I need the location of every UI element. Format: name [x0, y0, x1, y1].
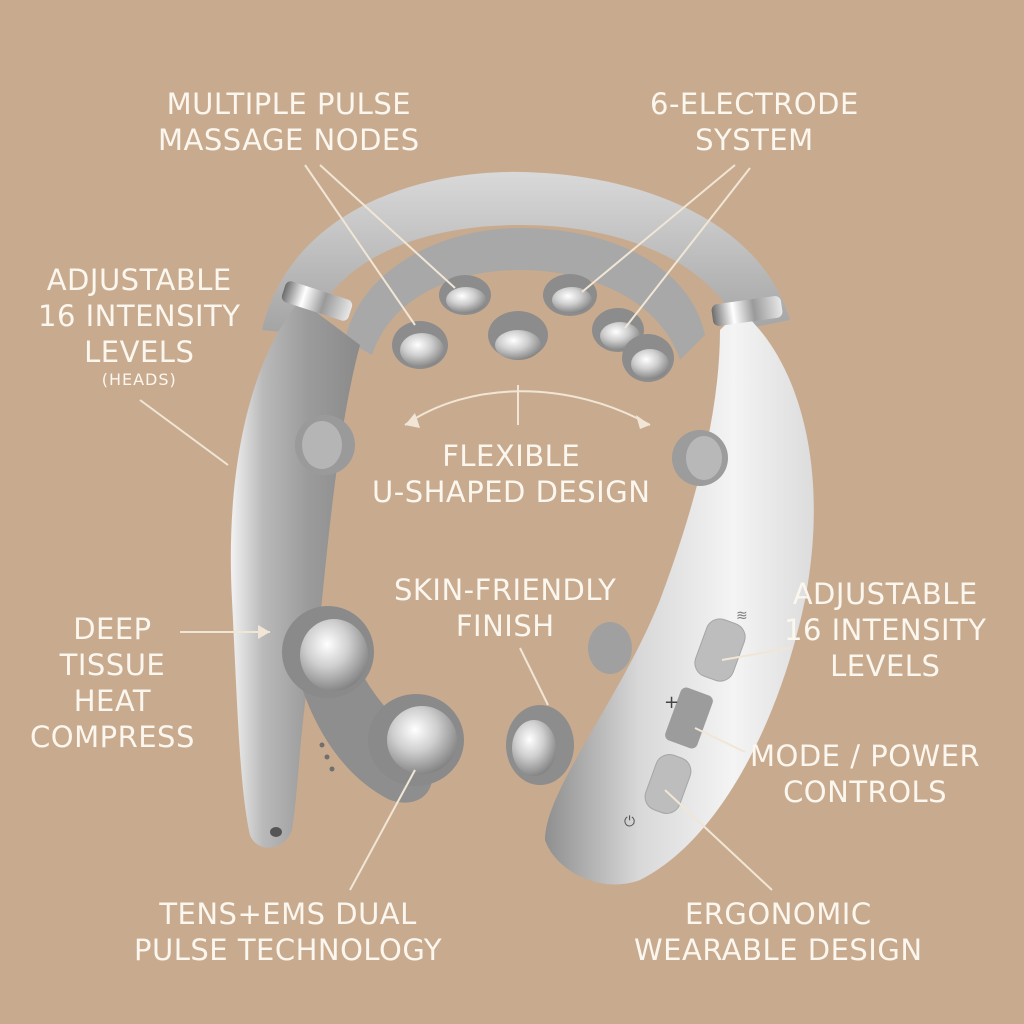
- top-nodes: [392, 274, 674, 382]
- power-button-icon: ⏻: [624, 814, 635, 830]
- label-intensity-left: ADJUSTABLE 16 INTENSITY LEVELS (HEADS): [38, 263, 241, 389]
- label-ergonomic: ERGONOMIC WEARABLE DESIGN: [634, 897, 923, 967]
- leader-lines: [139, 164, 791, 891]
- right-chrome-ring: [711, 296, 783, 326]
- label-electrode: 6-ELECTRODE SYSTEM: [650, 87, 859, 157]
- heat-pads: [282, 606, 464, 803]
- label-pulse-nodes: MULTIPLE PULSE MASSAGE NODES: [158, 87, 420, 157]
- label-flexible: FLEXIBLE U-SHAPED DESIGN: [372, 439, 651, 509]
- inner-arch: [345, 228, 705, 360]
- label-intensity-right: ADJUSTABLE 16 INTENSITY LEVELS: [784, 577, 987, 683]
- intensity-left-note: (HEADS): [101, 370, 177, 389]
- left-arm: [230, 300, 360, 848]
- label-heat: DEEP TISSUE HEAT COMPRESS: [30, 612, 195, 754]
- left-chrome-ring: [281, 281, 353, 321]
- label-controls: MODE / POWER CONTROLS: [750, 739, 981, 809]
- plus-button-icon: +: [664, 692, 679, 713]
- top-arch-band: [262, 171, 790, 335]
- arrow-heads: [258, 413, 650, 639]
- label-skin: SKIN-FRIENDLY FINISH: [394, 573, 617, 643]
- wave-button-icon: ≋: [736, 608, 748, 624]
- control-panel: [644, 618, 746, 814]
- right-arm: [545, 310, 814, 885]
- label-tens: TENS+EMS DUAL PULSE TECHNOLOGY: [134, 897, 443, 967]
